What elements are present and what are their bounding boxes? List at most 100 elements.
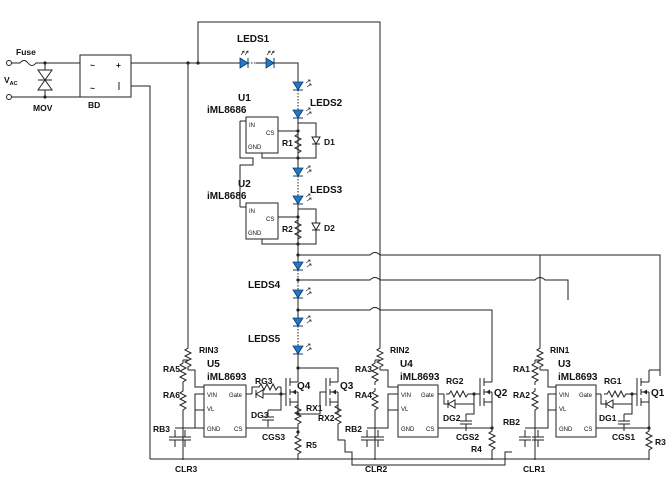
rin3-label: RIN3 [199,345,219,355]
u4-part-label: iML8693 [400,372,440,383]
mov-label: MOV [33,103,53,113]
ra2-resistor [531,387,539,414]
ra1-resistor [531,359,539,386]
ac-terminal-bottom [6,94,12,100]
leds1-led-a [239,50,249,69]
u1-label: U1 [238,93,251,104]
fuse-symbol [12,60,80,66]
u1-pin-gnd: GND [248,145,262,151]
leds1-led-b [265,50,275,69]
u5-pin-gnd: GND [207,427,221,433]
q4-label: Q4 [297,381,311,392]
u3-pin-gnd: GND [559,427,573,433]
svg-text:~: ~ [90,83,95,93]
u1-chip [245,116,279,154]
d2-label: D2 [324,223,335,233]
u4-pin-gate: Gate [421,393,435,399]
r2-label: R2 [282,224,293,234]
u4-chip [397,384,439,438]
u3-pin-cs: CS [584,427,592,433]
rg1-resistor [603,390,630,398]
cgs2-label: CGS2 [456,432,479,442]
stage-u3: RIN1 U3 iML8693 RA1 RA2 RB2 CLR1 VIN Gat… [503,340,666,474]
vac-label: VAC [4,75,18,87]
rin1-resistor [536,344,544,371]
rg1-label: RG1 [604,376,622,386]
u1-pin-in: IN [249,123,255,129]
u4-pin-vl: VL [401,407,409,413]
rb3-element [168,429,182,448]
u2-pin-in: IN [249,209,255,215]
u2-pin-cs: CS [266,217,274,223]
u5-pin-vl: VL [207,407,215,413]
u3-part-label: iML8693 [558,372,598,383]
q2-label: Q2 [494,388,508,399]
r5-resistor [294,431,302,458]
u4-label: U4 [400,359,413,370]
fuse-label: Fuse [16,47,36,57]
dg3-diode [255,389,264,399]
rg2-label: RG2 [446,376,464,386]
leds4-led-a [292,259,312,271]
dg1-diode [605,399,614,409]
dg3-label: DG3 [251,410,269,420]
clr1-label: CLR1 [523,464,545,474]
rb3-label: RB3 [153,424,170,434]
u1-pin-cs: CS [266,131,274,137]
q1-label: Q1 [651,388,665,399]
d1-diode [311,136,321,145]
clr2-label: CLR2 [365,464,387,474]
bd-plus: + [116,60,121,70]
leds2-led-b [292,107,312,119]
dg2-label: DG2 [443,413,461,423]
cgs3-label: CGS3 [262,432,285,442]
input-section: Fuse VAC MOV ~ ~ + BD [4,47,240,459]
leds5-label: LEDS5 [248,334,281,345]
ac-terminal-top [6,60,12,66]
clr1-capacitor [531,429,545,448]
bridge-rectifier [79,54,132,98]
q3-label: Q3 [340,381,354,392]
leds3-led-b [292,193,312,205]
u1-part-label: iML8686 [207,105,247,116]
rg3-label: RG3 [255,376,273,386]
cs-link-wire [344,440,512,466]
rin2-resistor [376,344,384,371]
ra3-resistor [371,359,379,386]
d1-label: D1 [324,137,335,147]
ra6-label: RA6 [163,390,180,400]
rin2-label: RIN2 [390,345,410,355]
r4-label: R4 [471,444,482,454]
rg2-resistor [445,390,472,398]
d2-diode [311,222,321,231]
u5-pin-cs: CS [234,427,242,433]
ra2-label: RA2 [513,390,530,400]
u2-label: U2 [238,179,251,190]
clr2-capacitor [371,429,385,448]
u3-pin-vin: VIN [559,393,569,399]
rb2-label-right: RB2 [503,417,520,427]
u3-label: U3 [558,359,571,370]
r1-label: R1 [282,138,293,148]
u3-chip [555,384,597,438]
leds5-led-b [292,343,312,355]
rin3-resistor [184,344,192,371]
leds2-label: LEDS2 [310,98,343,109]
q2-mosfet [479,369,493,415]
r3-resistor [645,427,653,454]
rb2-element-mid [360,429,374,448]
r5-label: R5 [306,440,317,450]
dg1-label: DG1 [599,413,617,423]
u3-pin-gate: Gate [579,393,593,399]
leds3-label: LEDS3 [310,185,343,196]
u5-label: U5 [207,359,220,370]
u2-pin-gnd: GND [248,231,262,237]
rb2-element-right [518,429,532,448]
rx1-label: RX1 [306,403,323,413]
u4-pin-vin: VIN [401,393,411,399]
rin1-label: RIN1 [550,345,570,355]
u5-chip [203,384,247,438]
svg-text:~: ~ [90,60,95,70]
tap-wires [296,252,661,376]
